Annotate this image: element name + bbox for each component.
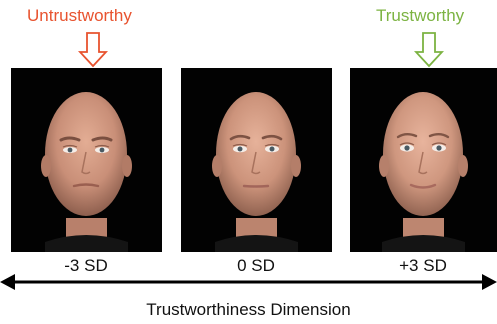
face-panel-0sd	[181, 68, 332, 252]
face-image-neutral	[181, 68, 332, 252]
trustworthy-down-arrow-icon	[414, 32, 444, 68]
untrustworthy-label: Untrustworthy	[27, 6, 132, 26]
double-headed-arrow-icon	[0, 273, 497, 291]
face-image-trustworthy	[350, 68, 497, 252]
untrustworthy-down-arrow-icon	[78, 32, 108, 68]
face-panel-plus-3sd	[350, 68, 497, 252]
trustworthy-label: Trustworthy	[376, 6, 464, 26]
face-panel-minus-3sd	[11, 68, 162, 252]
axis-label: Trustworthiness Dimension	[0, 300, 497, 320]
face-image-untrustworthy	[11, 68, 162, 252]
